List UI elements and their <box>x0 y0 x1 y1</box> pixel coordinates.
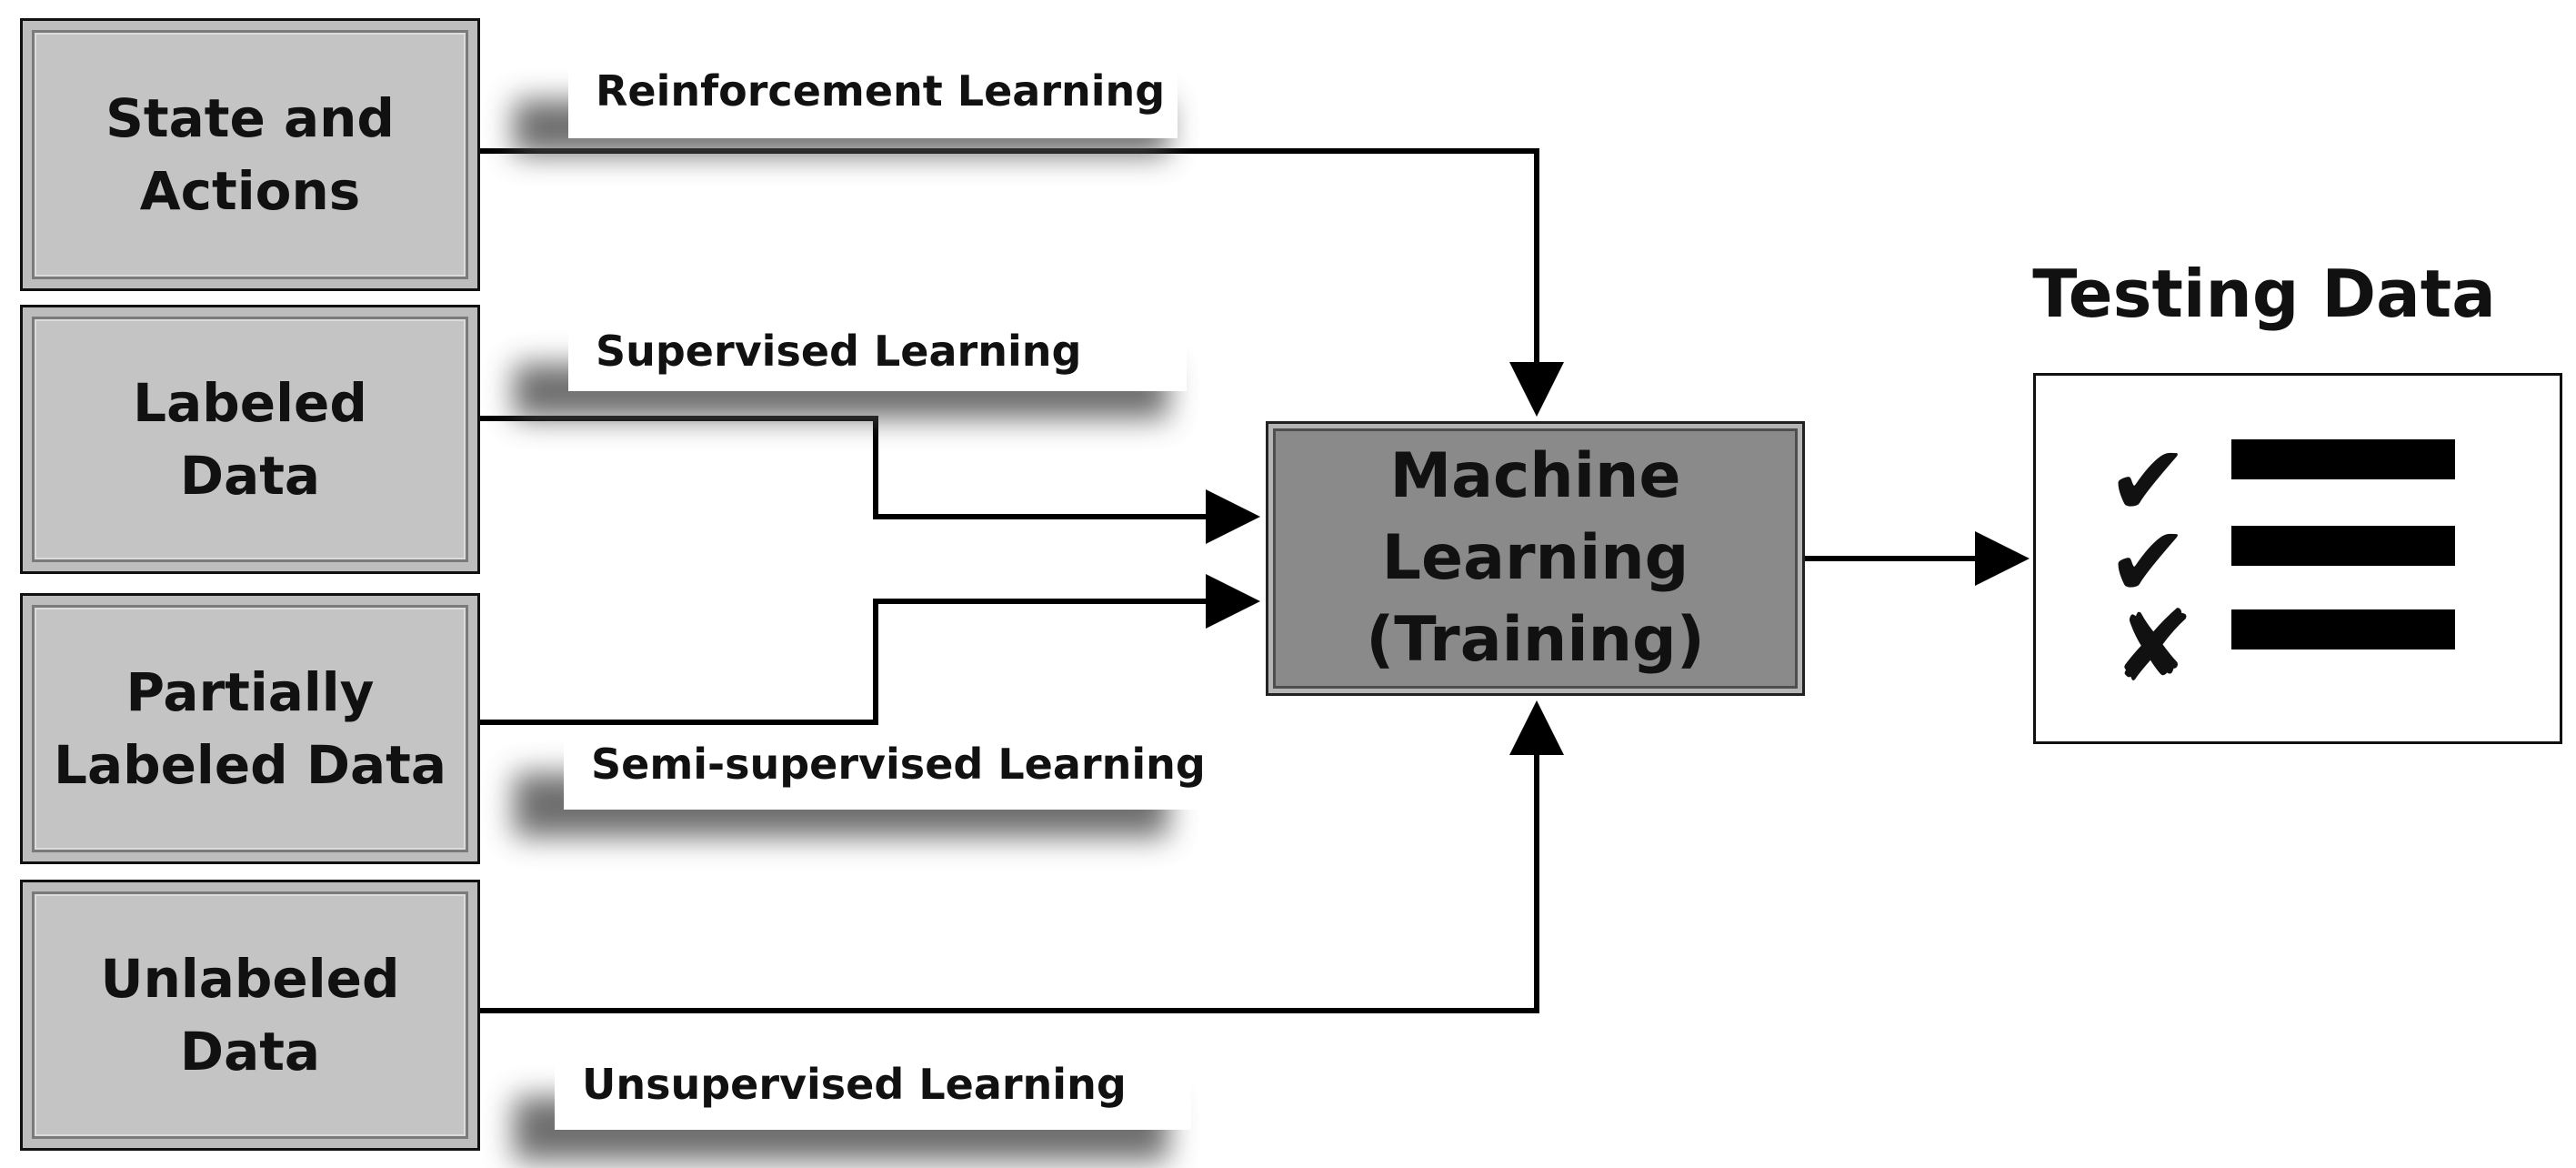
source-label: Unlabeled Data <box>100 948 400 1082</box>
semi-supervised-arrow <box>480 574 1260 725</box>
source-label: Partially Labeled Data <box>53 661 447 796</box>
source-box-partially-labeled-data: Partially Labeled Data <box>20 593 480 864</box>
source-box-labeled-data: Labeled Data <box>20 305 480 574</box>
result-bar <box>2231 439 2455 479</box>
check-icon: ✔ <box>2107 506 2190 619</box>
check-icon: ✔ <box>2107 425 2190 539</box>
supervised-label: Supervised Learning <box>596 327 1082 376</box>
label-reinforcement: Reinforcement Learning <box>505 55 1178 200</box>
supervised-arrow <box>480 416 1260 544</box>
label-unsupervised: Unsupervised Learning <box>505 1046 1191 1168</box>
cross-icon: ✘ <box>2112 590 2195 704</box>
unsupervised-arrow <box>480 700 1564 1013</box>
machine-learning-box: Machine Learning (Training) <box>1266 421 1805 696</box>
source-box-unlabeled-data: Unlabeled Data <box>20 880 480 1151</box>
result-bar <box>2231 526 2455 566</box>
reinforcement-label: Reinforcement Learning <box>596 66 1166 116</box>
source-label: State and Actions <box>105 87 395 222</box>
label-supervised: Supervised Learning <box>505 313 1187 458</box>
source-box-state-actions: State and Actions <box>20 18 480 291</box>
machine-learning-label: Machine Learning (Training) <box>1366 440 1705 676</box>
testing-data-title: Testing Data <box>2032 256 2496 332</box>
semi-supervised-label: Semi-supervised Learning <box>591 740 1206 789</box>
unsupervised-label: Unsupervised Learning <box>582 1060 1127 1109</box>
testing-data-panel: ✔ ✔ ✘ <box>2033 373 2562 744</box>
label-semi-supervised: Semi-supervised Learning <box>505 728 1206 882</box>
source-label: Labeled Data <box>133 372 367 507</box>
result-bar <box>2231 609 2455 649</box>
